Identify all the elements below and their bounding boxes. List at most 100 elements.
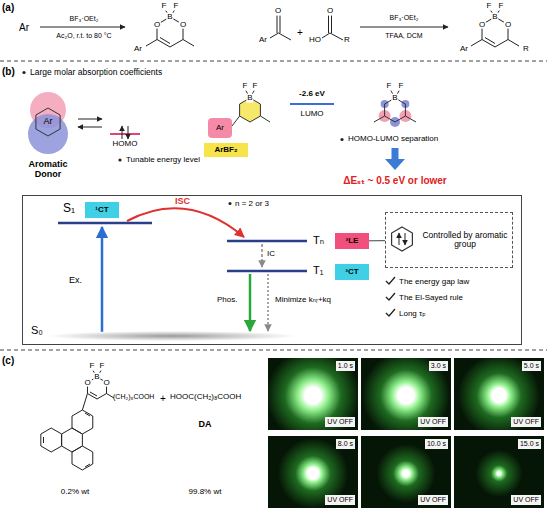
panel-b-art-part <box>374 116 385 122</box>
node-text: ¹CT <box>85 206 119 215</box>
panel-b-art-part <box>28 114 68 154</box>
panel-a-structures-part <box>322 33 330 38</box>
panel-b-art-part <box>340 138 343 141</box>
node-text: S₁ <box>63 202 75 215</box>
panel-c-structures-part <box>41 428 62 452</box>
atom-label: O <box>326 7 334 16</box>
atom-label: F <box>252 82 259 91</box>
atom-label: O <box>102 378 110 387</box>
panel-a-structures-part <box>331 15 332 33</box>
atom-label: O <box>179 20 187 29</box>
atom-label: F <box>89 362 96 371</box>
node-text: n = 2 or 3 <box>235 200 269 209</box>
node-text: 5.0 s <box>522 361 541 371</box>
panel-a-structures-part <box>270 33 279 38</box>
photo-panel: 8.0 s UV OFF <box>268 436 358 508</box>
node-text: UV OFF <box>325 417 355 427</box>
panel-divider <box>0 350 547 351</box>
connector-line <box>369 240 385 241</box>
panel-c-structures-part <box>72 410 93 434</box>
panel-c-structures-part <box>72 446 93 470</box>
photo-panel: 1.0 sUV OFF <box>268 358 358 430</box>
node-text: Ex. <box>69 276 82 286</box>
node-text: IC <box>267 250 275 259</box>
panel-c-structures-part <box>85 464 90 467</box>
node-text: 10.0 s <box>425 439 448 449</box>
jablonski-art-part <box>229 202 232 205</box>
photo-panel: 10.0 s UV OFF <box>361 436 451 508</box>
jablonski-art-part <box>386 293 395 300</box>
panel-a-structures-part <box>471 40 482 47</box>
node-text: UV OFF <box>418 417 448 427</box>
atom-label: F <box>398 82 405 91</box>
atom-label: O <box>153 20 161 29</box>
panel-letter: (c) <box>2 355 14 366</box>
atom-label: Ar <box>258 36 268 45</box>
jablonski-art-part <box>227 270 307 273</box>
plus-sign: + <box>297 27 303 38</box>
jablonski-frame: S₁ISCn = 2 or 3TₙICT₁Ex.Phos.Minimize kₙ… <box>22 195 522 345</box>
state-tag: ³LE <box>335 233 369 249</box>
node-text: UV OFF <box>418 495 448 505</box>
panel-b-art-part <box>232 116 240 126</box>
photo-panel: 5.0 sUV OFF <box>454 358 544 430</box>
panel-b-art-part <box>122 126 123 139</box>
atom-label: B <box>246 94 253 103</box>
node-text: The El-Sayed rule <box>399 294 463 303</box>
photo-panel: 3.0 sUV OFF <box>361 358 451 430</box>
atom-label: O <box>83 378 91 387</box>
state-tag: ¹CT <box>85 202 119 218</box>
compound-label: DA <box>199 420 212 430</box>
atom-label: F <box>498 2 505 11</box>
panel-b-art-part <box>128 126 129 139</box>
panel-letter: (b) <box>2 66 15 77</box>
node-text: 8.0 s <box>336 439 355 449</box>
panel-a-structures-part <box>508 40 519 47</box>
jablonski-art <box>47 202 412 341</box>
jablonski-art-part <box>261 244 263 267</box>
atom-label: F <box>386 82 393 91</box>
bullet-text: HOMO-LUMO separation <box>348 135 438 144</box>
group-label: Ar <box>44 117 53 127</box>
atom-label: F <box>242 82 249 91</box>
panel-c-structures-part <box>90 392 97 396</box>
group-label: (CH₂)₈COOH <box>113 393 154 401</box>
reagent-text: BF₃·OEt₂ <box>390 14 419 22</box>
control-box: Controlled by aromatic group <box>385 212 513 268</box>
node-text: Ar <box>208 124 232 133</box>
panel-letter: (a) <box>2 2 14 13</box>
atom-label: O <box>504 20 512 29</box>
panel-c-structures-part <box>82 394 87 411</box>
panel-a-structures-part <box>146 40 157 47</box>
atom-label: Ar <box>133 45 143 54</box>
jablonski-art-part <box>386 277 395 284</box>
atom-label: R <box>343 36 351 45</box>
amount-label: 99.8% wt <box>189 488 222 497</box>
jablonski-art-part <box>127 208 244 237</box>
node-text: The energy gap law <box>399 278 469 287</box>
key-result: ΔEₛₜ ~ 0.5 eV or lower <box>343 175 447 186</box>
condition-text: TFAA, DCM <box>385 32 422 40</box>
bullet-text: Large molar absorption coefficients <box>30 68 162 77</box>
panel-c-structures-part <box>85 413 90 416</box>
atom-label: F <box>99 362 106 371</box>
state-tag: ³CT <box>335 264 369 280</box>
node-text: S₀ <box>31 324 43 336</box>
panel-a-structures-part <box>160 38 170 44</box>
formula-text: HOOC(CH₂)₈COOH <box>170 393 241 402</box>
node-text: UV OFF <box>325 495 355 505</box>
atom-label: O <box>274 7 282 16</box>
panel-a-structures-part <box>485 38 495 44</box>
panel-divider <box>0 61 547 62</box>
panel-c-structures-part <box>62 428 83 452</box>
panel-b-art-part <box>110 133 140 135</box>
panel-b-art-part <box>36 108 60 136</box>
panel-b-art-part <box>290 103 334 105</box>
node-text: Phos. <box>217 296 237 305</box>
node-text: ³CT <box>335 268 369 277</box>
panel-c-structures <box>41 369 114 470</box>
panel-a-structures-part <box>330 33 343 40</box>
atom-label: R <box>522 45 530 54</box>
atom-label: B <box>391 94 398 103</box>
